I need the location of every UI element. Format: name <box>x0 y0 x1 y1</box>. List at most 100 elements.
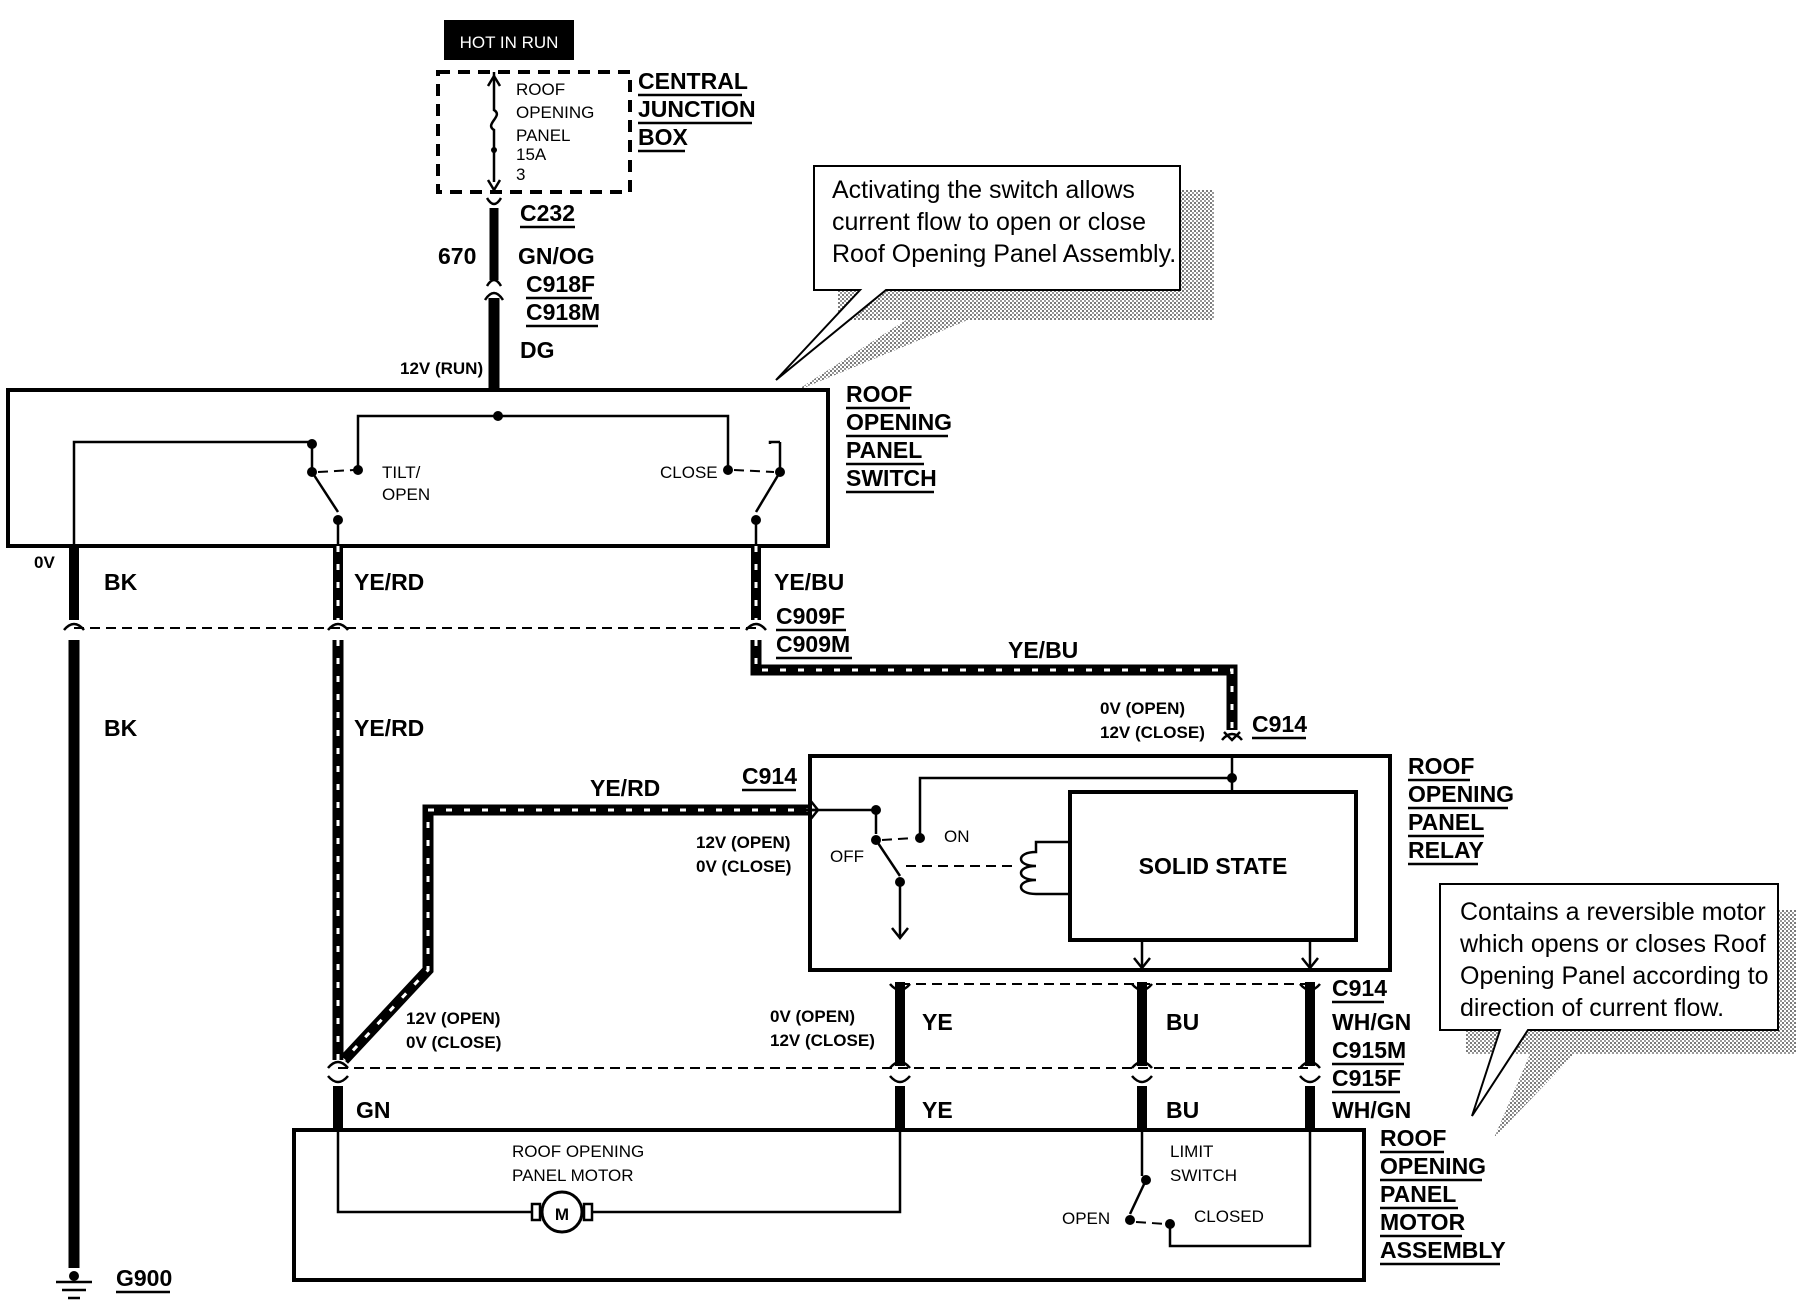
svg-text:M: M <box>555 1205 569 1224</box>
wire-color-bu-lower: BU <box>1166 1097 1199 1123</box>
connector-c914-top: C914 <box>1252 711 1307 737</box>
voltage-c914-open: 0V (OPEN) <box>1100 699 1185 718</box>
wire-color-yebu-upper: YE/BU <box>774 569 844 595</box>
limit-closed-label: CLOSED <box>1194 1207 1264 1226</box>
voltage-relay-out-open: 12V (OPEN) <box>696 833 790 852</box>
svg-text:direction of current flow.: direction of current flow. <box>1460 994 1724 1022</box>
connector-c909 <box>63 622 767 631</box>
wire-color-yerd-relay: YE/RD <box>590 775 660 801</box>
motor-callout: Contains a reversible motor which opens … <box>1439 883 1796 1138</box>
svg-text:OPENING: OPENING <box>1380 1153 1486 1179</box>
relay-off-label: OFF <box>830 847 864 866</box>
svg-text:OPENING: OPENING <box>846 409 952 435</box>
wire-color-yebu-run: YE/BU <box>1008 637 1078 663</box>
voltage-ye-open: 0V (OPEN) <box>770 1007 855 1026</box>
roof-opening-panel-switch: TILT/ OPEN CLOSE <box>6 388 830 548</box>
svg-text:which opens or closes Roof: which opens or closes Roof <box>1459 930 1766 958</box>
wire-yebu-run <box>750 640 1238 730</box>
motor-assembly-name: ROOF OPENING PANEL MOTOR ASSEMBLY <box>1380 1125 1506 1266</box>
limit-open-label: OPEN <box>1062 1209 1110 1228</box>
svg-text:3: 3 <box>516 165 525 184</box>
wire-color-whgn-lower: WH/GN <box>1332 1097 1411 1123</box>
svg-text:OPENING: OPENING <box>516 103 594 122</box>
junction-box-name: CENTRAL JUNCTION BOX <box>638 68 756 153</box>
connector-c915m: C915M <box>1332 1037 1406 1063</box>
voltage-c914-close: 12V (CLOSE) <box>1100 723 1205 742</box>
solid-state-block <box>1068 790 1358 942</box>
wire-color-gn-og: GN/OG <box>518 243 595 269</box>
roof-opening-panel-relay: SOLID STATE ON OFF <box>804 754 1392 972</box>
limit-switch-label: LIMIT <box>1170 1142 1213 1161</box>
connector-c915-row <box>327 1060 1321 1084</box>
wire-color-dg: DG <box>520 337 555 363</box>
circuit-number-670: 670 <box>438 243 476 269</box>
connector-c918f: C918F <box>526 271 595 297</box>
roof-opening-panel-motor-assembly: M ROOF OPENING PANEL MOTOR LIMIT SWITCH … <box>292 1128 1366 1282</box>
connector-c909m: C909M <box>776 631 850 657</box>
svg-text:Activating the switch allows: Activating the switch allows <box>832 176 1135 204</box>
motor-symbol: M <box>530 1190 594 1234</box>
wire-color-bu-upper: BU <box>1166 1009 1199 1035</box>
connector-c232: C232 <box>520 200 575 226</box>
svg-text:RELAY: RELAY <box>1408 837 1484 863</box>
wire-color-whgn-upper: WH/GN <box>1332 1009 1411 1035</box>
connector-c914-bottom-row <box>889 983 1321 992</box>
svg-text:JUNCTION: JUNCTION <box>638 96 756 122</box>
svg-text:PANEL: PANEL <box>516 126 571 145</box>
svg-text:ROOF: ROOF <box>1408 753 1474 779</box>
svg-text:ROOF: ROOF <box>1380 1125 1446 1151</box>
wire-color-bk-lower: BK <box>104 715 138 741</box>
svg-text:ROOF: ROOF <box>846 381 912 407</box>
wire-color-bk-upper: BK <box>104 569 138 595</box>
svg-text:ASSEMBLY: ASSEMBLY <box>1380 1237 1506 1263</box>
svg-text:PANEL: PANEL <box>1408 809 1484 835</box>
voltage-0v: 0V <box>34 553 55 572</box>
svg-text:BOX: BOX <box>638 124 689 150</box>
connector-c914-left: C914 <box>742 763 797 789</box>
svg-text:SWITCH: SWITCH <box>846 465 937 491</box>
wire-color-ye-upper: YE <box>922 1009 953 1035</box>
solid-state-label: SOLID STATE <box>1139 853 1288 879</box>
switch-name: ROOF OPENING PANEL SWITCH <box>846 381 952 494</box>
wire-color-yerd-lower: YE/RD <box>354 715 424 741</box>
limit-switch <box>1125 1130 1312 1248</box>
wire-color-ye-lower: YE <box>922 1097 953 1123</box>
voltage-gn-close: 0V (CLOSE) <box>406 1033 501 1052</box>
svg-text:current flow to open or close: current flow to open or close <box>832 208 1146 236</box>
motor-label: ROOF OPENING <box>512 1142 644 1161</box>
switch-close-label: CLOSE <box>660 463 718 482</box>
ground-symbol <box>56 1271 92 1300</box>
svg-text:PANEL: PANEL <box>1380 1181 1456 1207</box>
svg-text:OPEN: OPEN <box>382 485 430 504</box>
svg-text:CENTRAL: CENTRAL <box>638 68 748 94</box>
relay-coil-symbol <box>1019 840 1070 896</box>
svg-text:ROOF: ROOF <box>516 80 565 99</box>
svg-text:15A: 15A <box>516 145 547 164</box>
connector-c915f: C915F <box>1332 1065 1401 1091</box>
switch-tilt-open-label: TILT/ <box>382 463 421 482</box>
voltage-12v-run: 12V (RUN) <box>400 359 483 378</box>
hot-in-run-label: HOT IN RUN <box>444 20 574 60</box>
wire-color-gn: GN <box>356 1097 391 1123</box>
fuse-symbol <box>489 86 499 182</box>
wire-color-yerd-upper: YE/RD <box>354 569 424 595</box>
voltage-relay-out-close: 0V (CLOSE) <box>696 857 791 876</box>
relay-on-label: ON <box>944 827 970 846</box>
connector-c918m: C918M <box>526 299 600 325</box>
fuse-label: ROOF OPENING PANEL 15A 3 <box>516 80 594 184</box>
voltage-ye-close: 12V (CLOSE) <box>770 1031 875 1050</box>
ground-g900: G900 <box>116 1265 172 1291</box>
voltage-gn-open: 12V (OPEN) <box>406 1009 500 1028</box>
svg-text:HOT IN RUN: HOT IN RUN <box>460 33 559 52</box>
svg-text:Roof Opening Panel Assembly.: Roof Opening Panel Assembly. <box>832 240 1176 268</box>
svg-text:Contains a reversible motor: Contains a reversible motor <box>1460 898 1766 926</box>
svg-text:PANEL: PANEL <box>846 437 922 463</box>
central-junction-box: ROOF OPENING PANEL 15A 3 CENTRAL JUNCTIO… <box>436 68 756 194</box>
switch-callout: Activating the switch allows current flo… <box>775 165 1214 392</box>
svg-text:Opening Panel according to: Opening Panel according to <box>1460 962 1769 990</box>
svg-text:OPENING: OPENING <box>1408 781 1514 807</box>
svg-text:PANEL MOTOR: PANEL MOTOR <box>512 1166 634 1185</box>
relay-name: ROOF OPENING PANEL RELAY <box>1408 753 1514 866</box>
wire-yerd-relay <box>339 804 812 1064</box>
